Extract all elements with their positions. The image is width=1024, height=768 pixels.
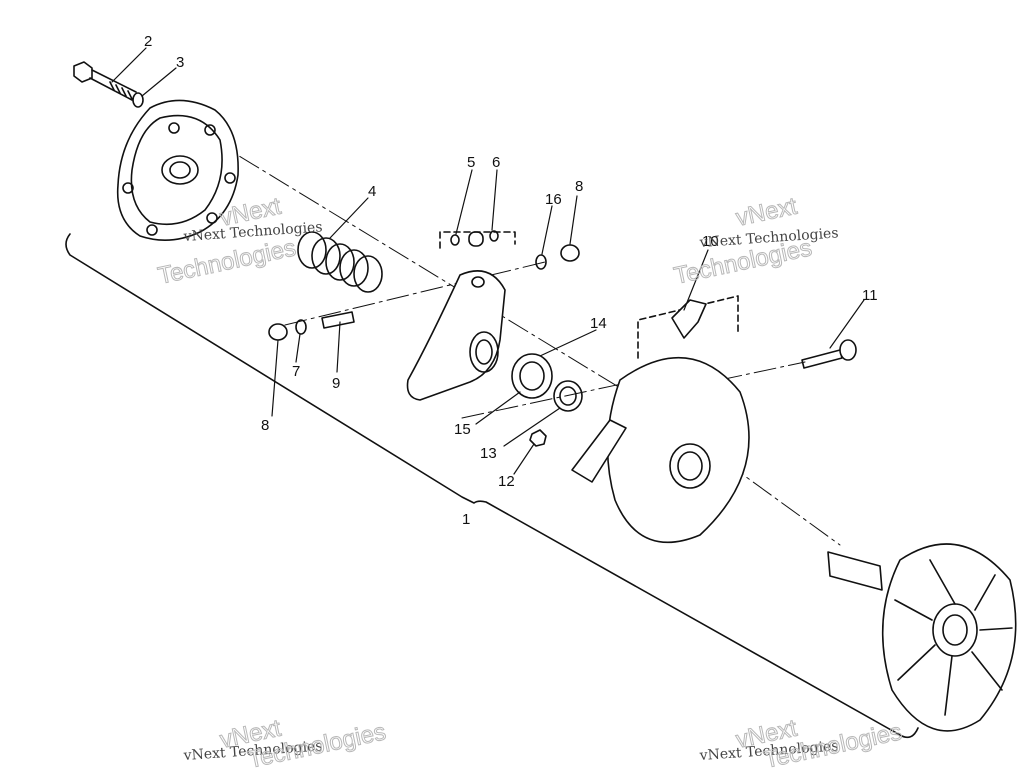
bearing-15-part — [511, 353, 553, 399]
part-label-14: 14 — [590, 315, 607, 332]
part-label-8-left: 8 — [261, 417, 269, 434]
bolt-11-part — [801, 339, 857, 369]
spider-arm-part — [406, 270, 506, 401]
part-label-15: 15 — [454, 421, 471, 438]
part-label-4: 4 — [368, 183, 376, 200]
washer-part-16 — [535, 254, 547, 270]
part-label-16: 16 — [545, 191, 562, 208]
watermarks: vNext Technologies vNext Technologies vN… — [155, 192, 905, 768]
bearing-13-part — [553, 380, 583, 412]
part-label-9: 9 — [332, 375, 340, 392]
part-label-8-top: 8 — [575, 178, 583, 195]
part-label-12: 12 — [498, 473, 515, 490]
cap-part-top — [560, 244, 580, 262]
part-labels: 1 2 3 4 5 6 7 8 8 9 10 11 12 13 14 15 16 — [144, 33, 878, 528]
washer-part-7 — [295, 319, 307, 335]
cover-plate-part — [116, 99, 239, 241]
part-label-1: 1 — [462, 511, 470, 528]
part-label-5: 5 — [467, 154, 475, 171]
part-label-11: 11 — [862, 287, 878, 304]
spring-part — [297, 231, 383, 293]
washer-part — [132, 92, 144, 108]
fixed-sheave-fan-part — [827, 543, 1017, 732]
part-label-10: 10 — [702, 233, 719, 250]
part-label-6: 6 — [492, 154, 500, 171]
watermark-big-bottom-1: Technologies — [156, 234, 299, 290]
bolt-part — [73, 61, 137, 101]
watermark-big-top-2: vNext — [734, 193, 800, 232]
part-label-3: 3 — [176, 54, 184, 71]
cap-part-left — [268, 323, 288, 341]
part-label-7: 7 — [292, 363, 300, 380]
nut-part — [529, 429, 547, 447]
bushing-group — [439, 230, 516, 249]
pin-part — [321, 311, 355, 329]
part-label-2: 2 — [144, 33, 152, 50]
roller-group — [637, 295, 739, 359]
leader-lines — [111, 47, 865, 475]
assembly-bracket — [65, 233, 919, 739]
movable-sheave-part — [571, 356, 750, 544]
part-label-13: 13 — [480, 445, 497, 462]
